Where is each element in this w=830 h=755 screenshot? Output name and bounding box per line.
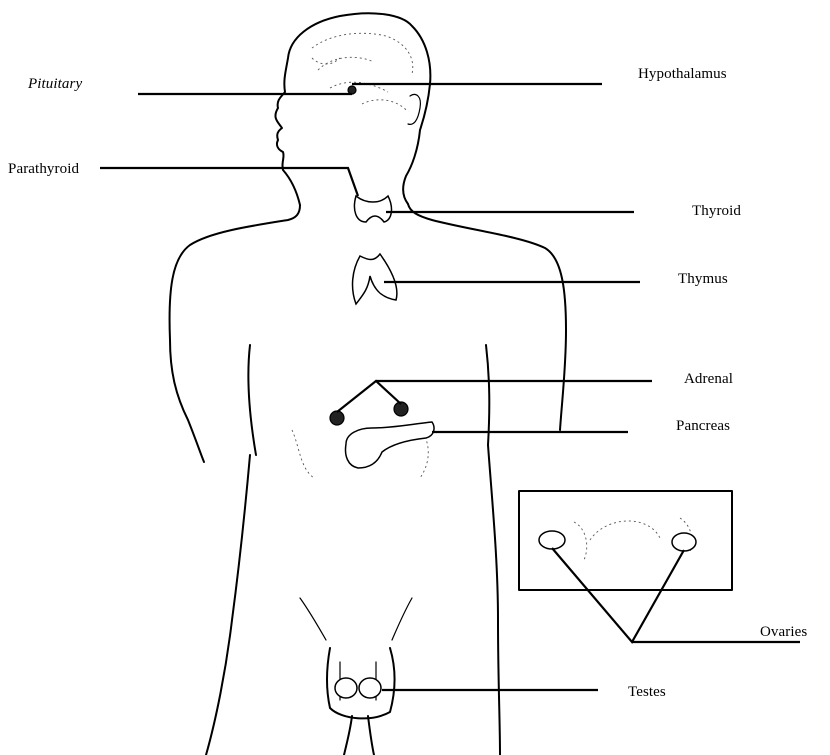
- testis-right: [359, 678, 381, 698]
- label-adrenal: Adrenal: [684, 371, 733, 388]
- label-pancreas: Pancreas: [676, 418, 730, 435]
- label-pituitary: Pituitary: [28, 76, 82, 93]
- thymus-gland: [353, 254, 397, 304]
- label-ovaries: Ovaries: [760, 624, 807, 641]
- adrenal-gland-left: [330, 411, 344, 425]
- thyroid-gland: [354, 196, 391, 222]
- label-thyroid: Thyroid: [692, 203, 741, 220]
- ovaries-inset: [519, 491, 732, 590]
- label-parathyroid: Parathyroid: [8, 161, 79, 178]
- testis-left: [335, 678, 357, 698]
- adrenal-gland-right: [394, 402, 408, 416]
- label-hypothalamus: Hypothalamus: [638, 66, 727, 83]
- ovary-right: [672, 533, 696, 551]
- label-thymus: Thymus: [678, 271, 728, 288]
- body-outline: [170, 13, 566, 755]
- label-testes: Testes: [628, 684, 666, 701]
- glands: [330, 86, 434, 698]
- pituitary-gland: [348, 86, 356, 94]
- pancreas-gland: [346, 422, 435, 468]
- ovary-left: [539, 531, 565, 549]
